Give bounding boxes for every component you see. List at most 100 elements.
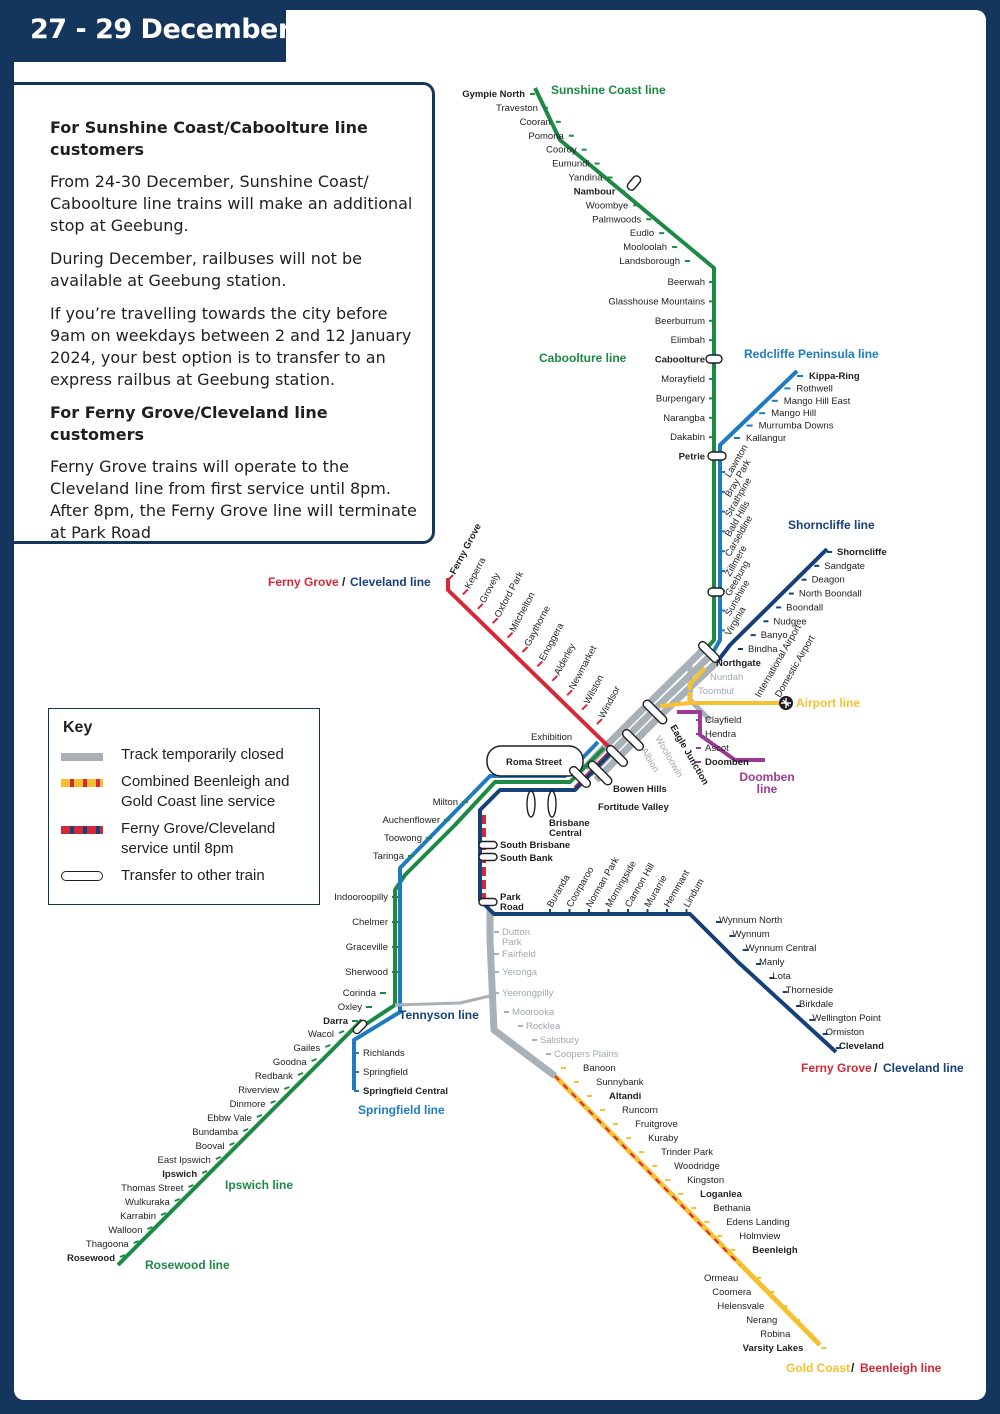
tick-goodna: [311, 1058, 317, 1062]
station-exhibition: Exhibition: [531, 732, 572, 743]
transfer-darra: [352, 1019, 368, 1035]
tick-wilston: [581, 703, 588, 711]
station-boondall: Boondall: [786, 602, 823, 613]
station-pomona: Pomona: [528, 131, 564, 142]
tick-walloon: [147, 1226, 153, 1230]
station-birkdale: Birkdale: [799, 999, 833, 1010]
station-murrumba-downs: Murrumba Downs: [759, 421, 834, 432]
line-label-airport: Airport line: [796, 696, 860, 710]
station-wynnum-central: Wynnum Central: [746, 943, 817, 954]
station-indooroopilly: Indooroopilly: [334, 892, 388, 903]
station-woombye: Woombye: [586, 200, 629, 211]
station-manly: Manly: [759, 957, 785, 968]
notice-heading-ferny: For Ferny Grove/Cleveland line customers: [50, 403, 328, 444]
station-springfield-central: Springfield Central: [363, 1086, 448, 1097]
station-south-brisbane: South Brisbane: [500, 840, 570, 851]
station-mooloolah: Mooloolah: [623, 242, 667, 253]
sunshine-caboolture-track: [533, 87, 716, 652]
beenleigh-track-dash: [554, 1075, 741, 1266]
station-thorneside: Thorneside: [786, 985, 834, 996]
station-taringa: Taringa: [373, 851, 405, 862]
station-ticks: [119, 93, 841, 1349]
tick-wulkuraka: [174, 1198, 181, 1202]
station-rocklea: Rocklea: [526, 1021, 561, 1032]
station-clayfield: Clayfield: [705, 715, 741, 726]
station-yandina: Yandina: [568, 173, 603, 184]
station-burpengary: Burpengary: [656, 393, 705, 404]
tick-gaythorne: [521, 646, 529, 653]
station-dutton-park-line1: Dutton: [502, 927, 530, 938]
line-label-ipswich: Ipswich line: [225, 1178, 293, 1192]
station-fruitgrove: Fruitgrove: [635, 1119, 678, 1130]
line-label-ferny-grove: Ferny Grove: [268, 575, 339, 589]
transfer-south-bank: [478, 852, 498, 862]
station-kallangur: Kallangur: [746, 433, 786, 444]
station-east-ipswich: East Ipswich: [157, 1155, 210, 1166]
plane-icon-glyph: [781, 698, 791, 708]
line-label-ferny-separator-south: /: [874, 1061, 878, 1075]
transfer-eagle-junction: [642, 699, 668, 725]
tennyson-track: [394, 993, 495, 1007]
station-coopers-plains: Coopers Plains: [554, 1049, 619, 1060]
line-label-springfield: Springfield line: [358, 1103, 445, 1117]
key-closed-swatch: [61, 753, 103, 761]
station-beenleigh: Beenleigh: [752, 1245, 798, 1256]
tick-newmarket: [566, 689, 573, 696]
tick-windsor: [596, 718, 603, 725]
station-nambour: Nambour: [574, 186, 616, 197]
station-robina: Robina: [760, 1329, 791, 1340]
tick-gailes: [324, 1044, 331, 1048]
tick-oxford-park: [491, 617, 499, 624]
line-label-ferny-separator: /: [342, 575, 346, 589]
notice-paragraph-geebung-stop: From 24-30 December, Sunshine Coast/ Cab…: [50, 172, 413, 235]
station-landsborough: Landsborough: [619, 256, 680, 267]
transfer-caboolture: [705, 354, 723, 364]
station-beerwah: Beerwah: [668, 277, 706, 288]
station-redbank: Redbank: [255, 1071, 293, 1082]
key-transfer-swatch: [61, 871, 103, 881]
roma-street-loop: [486, 745, 584, 777]
station-glasshouse-mountains: Glasshouse Mountains: [608, 296, 705, 307]
station-sandgate: Sandgate: [824, 561, 865, 572]
station-varsity-lakes: Varsity Lakes: [743, 1343, 804, 1354]
tick-enoggera: [536, 660, 544, 668]
station-wynnum: Wynnum: [732, 929, 769, 940]
station-oxley: Oxley: [338, 1002, 363, 1013]
station-fortitude-valley: Fortitude Valley: [598, 802, 669, 813]
station-runcorn: Runcorn: [622, 1105, 658, 1116]
notice-paragraph-express: If you’re travelling towards the city be…: [50, 304, 412, 389]
station-salisbury: Salisbury: [540, 1035, 579, 1046]
station-coomera: Coomera: [712, 1287, 752, 1298]
key-combined-swatch: [61, 779, 103, 787]
line-label-cleveland-south: Cleveland line: [883, 1061, 964, 1075]
tick-booval: [229, 1142, 235, 1146]
line-label-ferny-grove-south: Ferny Grove: [801, 1061, 872, 1075]
station-wulkuraka: Wulkuraka: [125, 1197, 170, 1208]
station-sherwood: Sherwood: [345, 967, 388, 978]
station-helensvale: Helensvale: [717, 1301, 764, 1312]
notice-paragraph-railbus: During December, railbuses will not be a…: [50, 249, 362, 290]
station-bundamba: Bundamba: [192, 1127, 239, 1138]
station-fairfield: Fairfield: [502, 949, 536, 960]
station-petrie: Petrie: [679, 452, 705, 463]
station-nundah: Nundah: [710, 672, 743, 683]
transfer-geebung: [707, 587, 725, 597]
station-thomas-street: Thomas Street: [121, 1183, 184, 1194]
station-trinder-park: Trinder Park: [661, 1147, 713, 1158]
station-road: Road: [500, 902, 524, 913]
ipswich-rosewood-track: [116, 1018, 364, 1267]
tick-grovely: [477, 603, 484, 610]
tick-wacol: [338, 1030, 345, 1034]
line-label-shorncliffe: Shorncliffe line: [788, 518, 875, 532]
station-traveston: Traveston: [496, 103, 538, 114]
tick-thomas-street: [188, 1184, 194, 1188]
line-label-rosewood: Rosewood line: [145, 1258, 230, 1272]
tick-dinmore: [270, 1100, 276, 1104]
key-ferny-swatch: [61, 826, 103, 834]
station-altandi: Altandi: [609, 1091, 641, 1102]
station-yeerongpilly: Yeerongpilly: [502, 988, 554, 999]
line-label-doomben: Doomben: [739, 770, 794, 784]
transfer-brisbane-central: [568, 765, 592, 789]
key-combined-label: Combined Beenleigh and Gold Coast line s…: [121, 773, 290, 810]
line-label-tennyson: Tennyson line: [399, 1008, 479, 1022]
